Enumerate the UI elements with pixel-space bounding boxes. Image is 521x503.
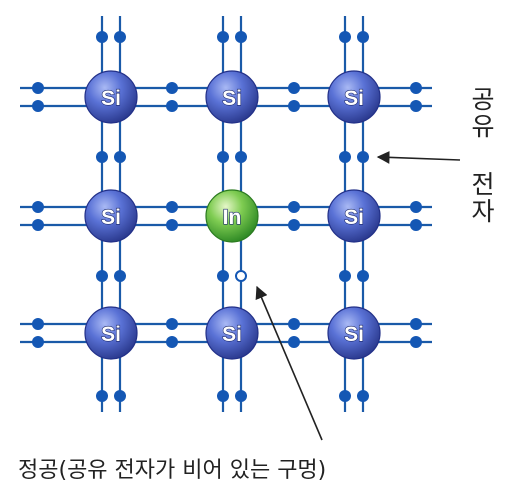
electron-dot bbox=[166, 318, 178, 330]
silicon-atom-label: Si bbox=[222, 87, 242, 110]
electrons bbox=[32, 31, 422, 402]
electron-dot bbox=[32, 318, 44, 330]
electron-dot bbox=[410, 100, 422, 112]
electron-dot bbox=[96, 31, 108, 43]
indium-atom bbox=[205, 189, 259, 243]
annotation-arrows bbox=[255, 151, 461, 441]
silicon-atom bbox=[205, 306, 259, 360]
electron-dot bbox=[357, 31, 369, 43]
silicon-atom bbox=[84, 306, 138, 360]
electron-dot bbox=[166, 100, 178, 112]
hole-arrow bbox=[255, 285, 323, 441]
electron-dot bbox=[410, 82, 422, 94]
electron-dot bbox=[217, 151, 229, 163]
silicon-atom-label: Si bbox=[344, 87, 364, 110]
silicon-atom-label: Si bbox=[101, 87, 121, 110]
silicon-atom bbox=[327, 70, 381, 124]
electron-dot bbox=[114, 31, 126, 43]
electron-dot bbox=[288, 318, 300, 330]
silicon-atom bbox=[84, 70, 138, 124]
electron-dot bbox=[410, 318, 422, 330]
silicon-atom bbox=[327, 189, 381, 243]
indium-atom-label: In bbox=[223, 206, 242, 229]
silicon-atom-label: Si bbox=[222, 323, 242, 346]
electron-dot bbox=[357, 270, 369, 282]
electron-dot bbox=[339, 270, 351, 282]
hole-label: 정공(공유 전자가 비어 있는 구멍) bbox=[18, 458, 327, 483]
silicon-atom-label: Si bbox=[101, 323, 121, 346]
electron-dot bbox=[288, 219, 300, 231]
covalent-electron-label: 공유 전자 bbox=[467, 86, 496, 225]
electron-dot bbox=[32, 336, 44, 348]
covalent-electron-arrow bbox=[376, 151, 461, 164]
silicon-atom-label: Si bbox=[344, 323, 364, 346]
electron-dot bbox=[235, 151, 247, 163]
electron-dot bbox=[96, 270, 108, 282]
electron-dot bbox=[235, 31, 247, 43]
electron-dot bbox=[410, 336, 422, 348]
electron-dot bbox=[288, 201, 300, 213]
electron-dot bbox=[114, 390, 126, 402]
electron-dot bbox=[114, 151, 126, 163]
hole-marker bbox=[235, 270, 247, 282]
electron-dot bbox=[114, 270, 126, 282]
electron-dot bbox=[288, 336, 300, 348]
silicon-atom-label: Si bbox=[344, 206, 364, 229]
electron-dot bbox=[217, 390, 229, 402]
electron-dot bbox=[410, 219, 422, 231]
electron-dot bbox=[339, 151, 351, 163]
electron-dot bbox=[339, 390, 351, 402]
electron-dot bbox=[235, 390, 247, 402]
electron-dot bbox=[32, 82, 44, 94]
electron-dot bbox=[357, 151, 369, 163]
electron-dot bbox=[166, 201, 178, 213]
silicon-atom bbox=[84, 189, 138, 243]
electron-dot bbox=[96, 390, 108, 402]
silicon-atom bbox=[327, 306, 381, 360]
electron-dot bbox=[288, 82, 300, 94]
electron-dot bbox=[288, 100, 300, 112]
electron-dot bbox=[339, 31, 351, 43]
electron-dot bbox=[357, 390, 369, 402]
electron-dot bbox=[217, 31, 229, 43]
electron-dot bbox=[166, 336, 178, 348]
electron-dot bbox=[96, 151, 108, 163]
electron-dot bbox=[217, 270, 229, 282]
electron-dot bbox=[32, 201, 44, 213]
electron-dot bbox=[166, 219, 178, 231]
silicon-atom bbox=[205, 70, 259, 124]
electron-dot bbox=[32, 219, 44, 231]
electron-dot bbox=[410, 201, 422, 213]
electron-dot bbox=[32, 100, 44, 112]
silicon-atom-label: Si bbox=[101, 206, 121, 229]
electron-dot bbox=[166, 82, 178, 94]
